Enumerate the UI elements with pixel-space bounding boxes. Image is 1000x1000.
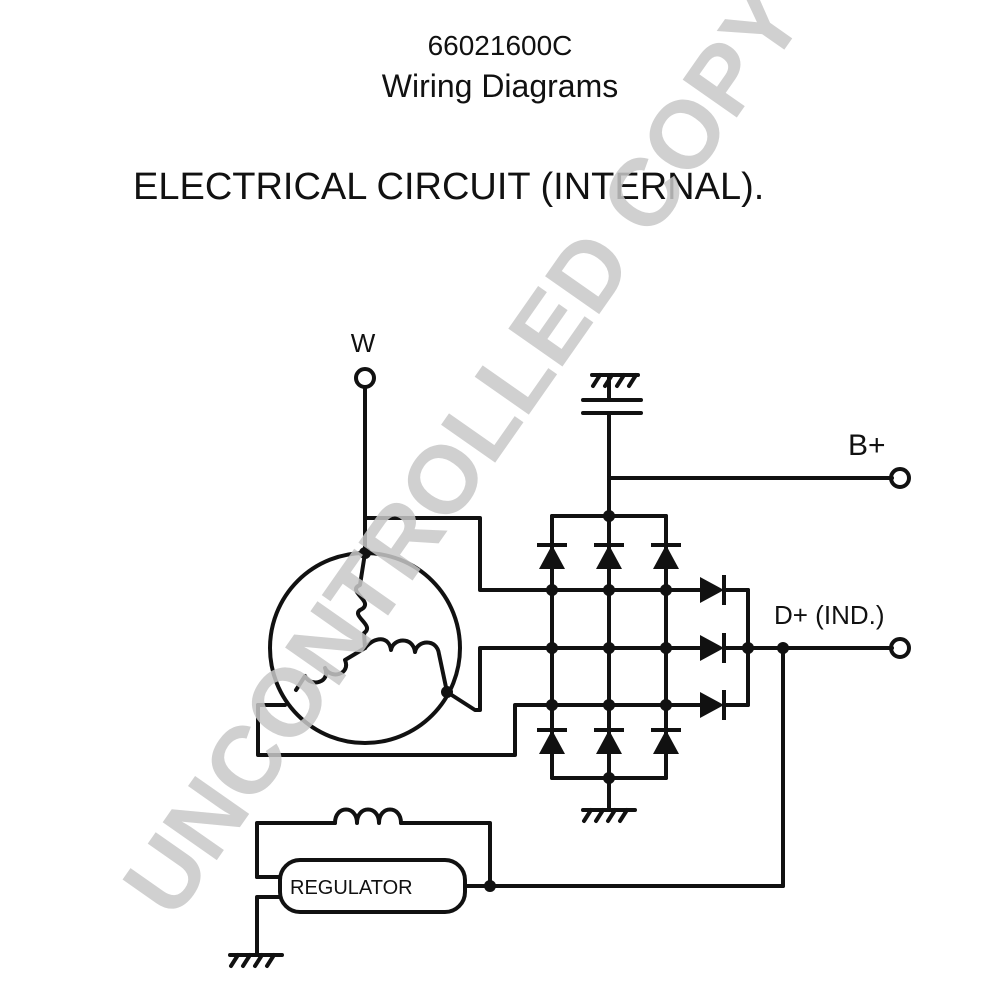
field-wire-left (255, 821, 337, 879)
terminal-w-label: W (351, 328, 376, 358)
regulator-label: REGULATOR (290, 877, 413, 899)
terminal-d-plus-label: D+ (IND.) (774, 600, 885, 630)
stator-coils (294, 551, 449, 694)
regulator-ground-wire (255, 895, 282, 957)
rectifier-bridge (535, 510, 702, 784)
stator-junction-top (359, 547, 371, 559)
document-number: 66021600C (427, 30, 573, 61)
watermark: UNCONTROLLED COPY (103, 0, 824, 934)
phase-wire-2 (445, 646, 554, 712)
exciter-diodes (698, 573, 754, 722)
field-wire-right (399, 821, 492, 888)
section-title: ELECTRICAL CIRCUIT (INTERNAL). (133, 166, 765, 208)
terminal-b-plus (889, 467, 911, 489)
ground-symbol-regulator (228, 953, 284, 968)
field-coil (333, 807, 403, 825)
ground-symbol-bridge (581, 776, 637, 823)
suppression-capacitor (581, 373, 643, 415)
terminal-b-plus-label: B+ (848, 429, 886, 462)
phase-wire-1 (363, 516, 554, 592)
phase-wire-3 (256, 703, 554, 757)
regulator-junction (484, 880, 496, 892)
terminal-w (354, 367, 376, 389)
terminal-d-plus (889, 637, 911, 659)
document-subtitle: Wiring Diagrams (381, 68, 619, 104)
